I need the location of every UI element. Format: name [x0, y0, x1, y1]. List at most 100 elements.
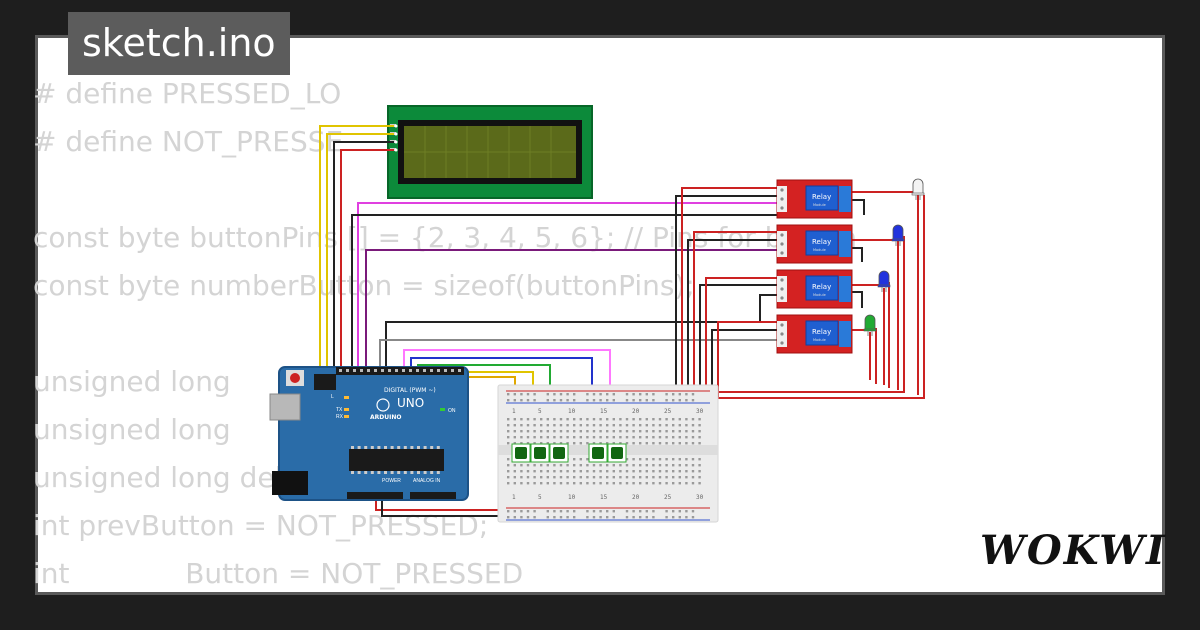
- push-button-5[interactable]: [607, 443, 627, 463]
- breadboard-hole: [698, 424, 701, 427]
- breadboard-hole: [507, 430, 510, 433]
- push-button-4[interactable]: [588, 443, 608, 463]
- code-line: # define NOT_PRESSE: [33, 125, 344, 158]
- breadboard-hole: [678, 482, 681, 485]
- breadboard-hole: [573, 424, 576, 427]
- breadboard-hole: [619, 476, 622, 479]
- breadboard-hole: [507, 482, 510, 485]
- breadboard-hole: [599, 436, 602, 439]
- rail-hole: [573, 399, 576, 402]
- breadboard-hole: [579, 482, 582, 485]
- header-pin: [360, 369, 363, 372]
- breadboard-hole: [639, 418, 642, 421]
- breadboard-hole: [546, 430, 549, 433]
- header-pin: [381, 369, 384, 372]
- led-4[interactable]: [863, 314, 877, 336]
- relay-pin: [780, 287, 784, 291]
- rail-hole: [559, 393, 563, 396]
- chip-pin: [377, 471, 381, 474]
- chip-pin: [384, 446, 387, 449]
- breadboard-hole: [639, 470, 642, 473]
- breadboard-hole: [586, 470, 589, 473]
- push-button-1[interactable]: [511, 443, 531, 463]
- breadboard-hole: [658, 418, 662, 421]
- breadboard-hole: [566, 430, 569, 433]
- relay-label: Relay: [812, 238, 831, 246]
- chip-pin: [351, 446, 354, 449]
- relay-sub-label: Module: [813, 248, 826, 252]
- power-header: [347, 492, 403, 499]
- rail-hole: [632, 510, 635, 513]
- breadboard-hole: [566, 436, 569, 439]
- rail-hole: [606, 516, 609, 519]
- breadboard-hole: [698, 476, 701, 479]
- push-button-2[interactable]: [530, 443, 550, 463]
- breadboard-hole: [658, 458, 662, 461]
- breadboard-hole: [691, 482, 695, 485]
- rail-hole: [553, 393, 556, 396]
- push-button-3[interactable]: [549, 443, 569, 463]
- arduino-uno-board[interactable]: DIGITAL (PWM ~) UNO ARDUINO L TX RX ON P…: [269, 366, 469, 501]
- breadboard-hole: [606, 418, 609, 421]
- relay-coil: [805, 185, 839, 211]
- breadboard-hole: [652, 430, 655, 433]
- breadboard-hole: [507, 470, 510, 473]
- breadboard-hole: [540, 482, 543, 485]
- relay-coil: [805, 320, 839, 346]
- breadboard-hole: [619, 436, 622, 439]
- breadboard-hole: [507, 436, 510, 439]
- rail-hole: [639, 399, 642, 402]
- breadboard-hole: [573, 482, 576, 485]
- breadboard-hole: [691, 424, 695, 427]
- bb-col-label: 10: [568, 408, 576, 415]
- lcd-display[interactable]: [387, 105, 593, 199]
- breadboard-hole: [559, 418, 563, 421]
- breadboard-hole: [540, 430, 543, 433]
- breadboard-hole: [586, 442, 589, 445]
- breadboard-hole: [678, 464, 681, 467]
- breadboard-hole: [599, 418, 602, 421]
- breadboard-hole: [592, 442, 596, 445]
- code-line: int Button = NOT_PRESSED: [33, 557, 524, 590]
- breadboard-hole: [566, 470, 569, 473]
- header-pin: [444, 369, 447, 372]
- breadboard-hole: [533, 476, 536, 479]
- breadboard-hole: [606, 482, 609, 485]
- rail-hole: [592, 516, 596, 519]
- led-body: [878, 270, 890, 287]
- rail-hole: [678, 516, 681, 519]
- breadboard-hole: [526, 470, 530, 473]
- board-model: UNO: [397, 396, 424, 410]
- breadboard-hole: [573, 470, 576, 473]
- rail-hole: [546, 399, 549, 402]
- reset-button[interactable]: [290, 373, 300, 383]
- breadboard-hole: [573, 442, 576, 445]
- breadboard-hole: [533, 430, 536, 433]
- breadboard-hole: [579, 424, 582, 427]
- l-led: [344, 396, 349, 399]
- breadboard-hole: [573, 418, 576, 421]
- relay-label: Relay: [812, 283, 831, 291]
- breadboard-hole: [573, 430, 576, 433]
- breadboard-hole: [520, 470, 523, 473]
- breadboard-hole: [553, 482, 556, 485]
- led-1[interactable]: [911, 178, 925, 200]
- breadboard-hole: [513, 424, 516, 427]
- led-2[interactable]: [891, 224, 905, 246]
- digital-header: [336, 367, 464, 375]
- chip-pin: [410, 446, 414, 449]
- breadboard-hole: [513, 418, 516, 421]
- header-pin: [353, 369, 356, 372]
- rail-hole: [652, 399, 655, 402]
- breadboard-hole: [619, 470, 622, 473]
- led-3[interactable]: [877, 270, 891, 292]
- breadboard-hole: [546, 482, 549, 485]
- breadboard-hole: [639, 476, 642, 479]
- breadboard-hole: [625, 430, 629, 433]
- rail-hole: [559, 516, 563, 519]
- rail-hole: [566, 516, 569, 519]
